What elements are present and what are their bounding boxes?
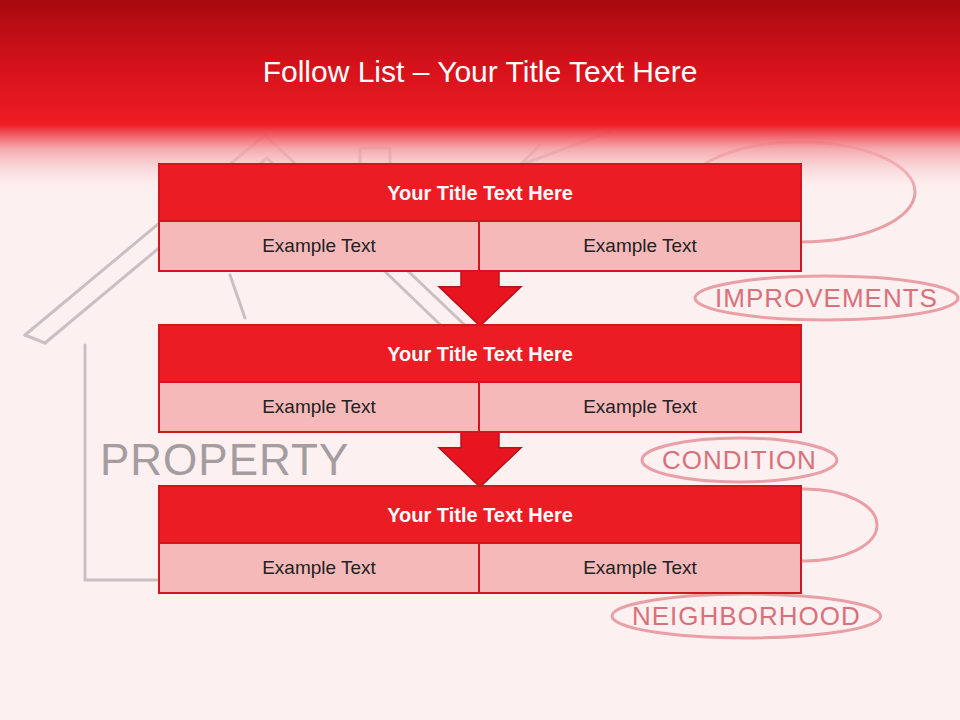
box-heading: Your Title Text Here	[387, 503, 573, 527]
sketch-word: NEIGHBORHOOD	[632, 603, 861, 629]
flow-arrow	[439, 431, 521, 487]
sketch-oval	[695, 276, 958, 320]
sketch-oval	[612, 594, 881, 638]
sketch-word: PROPERTY	[100, 438, 349, 482]
flow-arrow	[439, 270, 521, 326]
text-cell: Example Text	[480, 544, 800, 592]
sketch-oval	[642, 438, 837, 482]
title-holder: Follow List – Your Title Text Here	[0, 54, 960, 90]
sketch-word-holder: PROPERTY	[100, 438, 349, 482]
list-box: Your Title Text HereExample Text Example …	[160, 487, 800, 592]
cell-text: Example Text	[262, 396, 376, 419]
slide-title: Follow List – Your Title Text Here	[263, 55, 698, 88]
sketch-word-holder: CONDITION	[662, 447, 817, 473]
text-cell: Example Text	[160, 383, 480, 431]
cell-text: Example Text	[583, 396, 697, 419]
header-band: Your Title Text Here	[160, 326, 800, 383]
roof-eave	[25, 335, 45, 343]
cell-text: Example Text	[583, 235, 697, 258]
box-heading: Your Title Text Here	[387, 342, 573, 366]
cell-text: Example Text	[262, 557, 376, 580]
sketch-word-holder: NEIGHBORHOOD	[632, 603, 861, 629]
text-cell: Example Text	[160, 222, 480, 270]
sketch-stroke	[230, 275, 245, 318]
sketch-word: CONDITION	[662, 447, 817, 473]
cell-text: Example Text	[583, 557, 697, 580]
text-cell: Example Text	[480, 222, 800, 270]
list-box: Your Title Text HereExample Text Example …	[160, 165, 800, 270]
cell-text: Example Text	[262, 235, 376, 258]
header-band: Your Title Text Here	[160, 487, 800, 544]
sketch-word: IMPROVEMENTS	[715, 285, 938, 311]
text-cell: Example Text	[160, 544, 480, 592]
box-heading: Your Title Text Here	[387, 181, 573, 205]
header-band: Your Title Text Here	[160, 165, 800, 222]
list-box: Your Title Text HereExample Text Example …	[160, 326, 800, 431]
text-cell: Example Text	[480, 383, 800, 431]
sketch-word-holder: IMPROVEMENTS	[715, 285, 938, 311]
